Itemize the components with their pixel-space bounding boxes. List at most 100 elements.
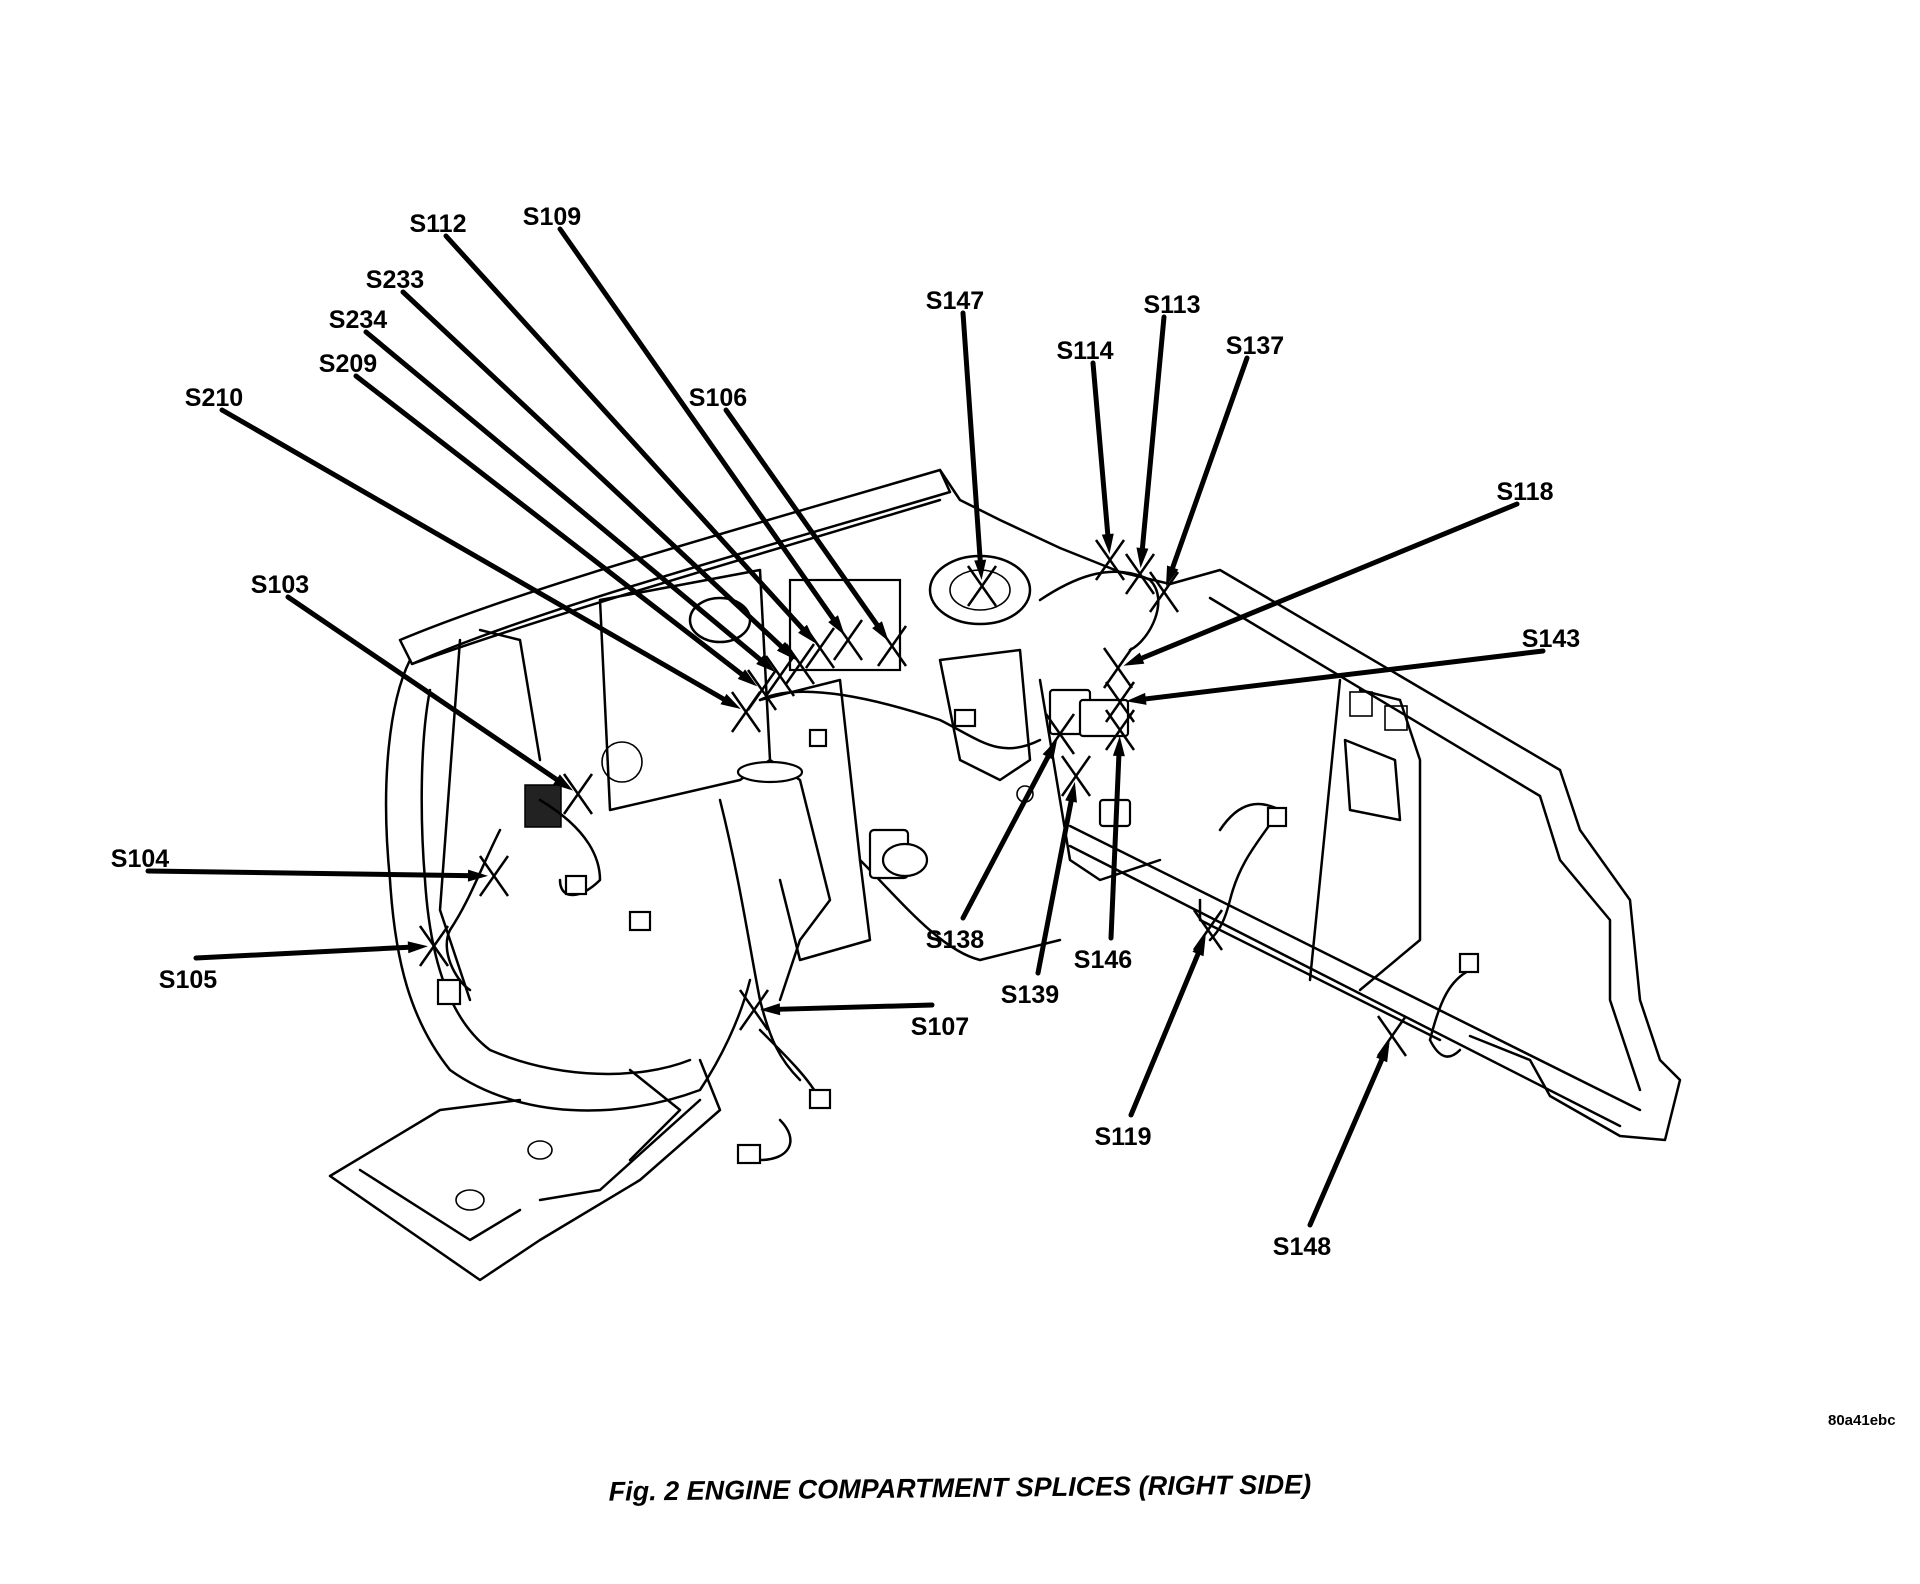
splice-s139: S139	[1001, 755, 1092, 1009]
splice-label: S139	[1001, 981, 1059, 1009]
splice-s109: S109	[523, 203, 864, 661]
leader-arrowhead	[467, 869, 489, 882]
splice-s137: S137	[1148, 332, 1284, 613]
splice-marker	[1124, 553, 1156, 595]
splice-label: S233	[366, 266, 424, 294]
leader-line	[1137, 648, 1546, 703]
splice-s146: S146	[1074, 709, 1136, 974]
leader-arrowhead	[553, 774, 574, 791]
splice-marker	[876, 625, 908, 667]
leader-line	[1090, 360, 1111, 543]
leader-line	[557, 226, 840, 627]
splice-marker	[1060, 755, 1092, 797]
leader-line	[1128, 945, 1203, 1118]
splice-label: S148	[1273, 1233, 1331, 1261]
splice-s148: S148	[1273, 1015, 1408, 1261]
splice-s114: S114	[1056, 337, 1126, 581]
splice-label: S209	[319, 350, 377, 378]
leader-line	[363, 329, 768, 666]
splice-label: S137	[1226, 332, 1284, 360]
splice-s113: S113	[1124, 291, 1201, 595]
leader-line	[353, 373, 749, 681]
leader-line	[1168, 355, 1250, 576]
leader-arrowhead	[1101, 533, 1114, 555]
splice-marker	[730, 691, 762, 733]
splice-label: S143	[1522, 625, 1580, 653]
splice-marker	[832, 619, 864, 661]
leader-line	[771, 1002, 935, 1012]
leader-line	[443, 233, 810, 636]
leader-arrowhead	[720, 693, 741, 710]
leader-line	[960, 749, 1054, 921]
leader-line	[285, 594, 564, 786]
leader-line	[219, 407, 732, 705]
splice-s118: S118	[1102, 478, 1554, 689]
splice-label: S147	[926, 287, 984, 315]
splice-marker	[966, 565, 998, 607]
splice-label: S118	[1496, 478, 1553, 506]
splice-s233: S233	[366, 266, 816, 685]
splice-label: S107	[911, 1013, 969, 1041]
leader-arrowhead	[1166, 565, 1179, 587]
splice-marker	[562, 773, 594, 815]
splice-s147: S147	[926, 287, 998, 607]
splice-label: S105	[159, 966, 217, 994]
leader-arrowhead	[974, 559, 987, 581]
splice-marker	[1376, 1015, 1408, 1057]
splice-label: S103	[251, 571, 309, 599]
splice-s143: S143	[1104, 625, 1580, 723]
leader-arrowhead	[776, 641, 796, 660]
splice-s105: S105	[159, 925, 450, 994]
splice-label: S113	[1143, 291, 1200, 319]
splice-marker	[804, 627, 836, 669]
splice-label: S112	[409, 210, 466, 238]
splice-s112: S112	[409, 210, 836, 669]
leader-line	[1133, 501, 1520, 663]
leader-arrowhead	[759, 1003, 781, 1016]
leader-line	[1035, 793, 1075, 976]
splice-s234: S234	[329, 306, 796, 697]
splice-label: S104	[111, 845, 169, 873]
splice-marker	[784, 643, 816, 685]
leader-arrowhead	[737, 669, 758, 687]
leader-line	[1139, 314, 1167, 557]
vehicle-structure-drawing	[328, 468, 1682, 1282]
leader-line	[960, 310, 984, 569]
splice-label: S138	[926, 926, 984, 954]
leader-arrowhead	[1376, 1041, 1390, 1063]
leader-line	[723, 407, 883, 633]
splice-s107: S107	[738, 989, 969, 1041]
leader-line	[1108, 747, 1122, 941]
splice-s119: S119	[1094, 909, 1224, 1151]
splice-label: S210	[185, 384, 243, 412]
splice-label: S106	[689, 384, 747, 412]
splice-marker	[1148, 571, 1180, 613]
leader-line	[145, 868, 477, 879]
splice-s210: S210	[185, 384, 762, 733]
splice-marker	[738, 989, 770, 1031]
leader-line	[400, 289, 788, 653]
splice-marker	[1192, 909, 1224, 951]
splice-marker	[1044, 713, 1076, 755]
splice-s138: S138	[926, 713, 1076, 954]
splice-label: S109	[523, 203, 581, 231]
leader-arrowhead	[756, 654, 776, 673]
splice-s106: S106	[689, 384, 908, 667]
splice-label: S146	[1074, 946, 1132, 974]
leader-arrowhead	[798, 624, 816, 644]
splice-marker	[418, 925, 450, 967]
splice-marker	[764, 655, 796, 697]
figure-caption: Fig. 2 ENGINE COMPARTMENT SPLICES (RIGHT…	[608, 1469, 1311, 1506]
splice-label: S114	[1056, 337, 1113, 365]
splice-marker	[478, 855, 510, 897]
leader-arrowhead	[1065, 781, 1077, 803]
leader-line	[1307, 1051, 1387, 1228]
splice-label: S119	[1094, 1123, 1151, 1151]
figure-code: 80a41ebc	[1828, 1412, 1896, 1429]
splice-label: S234	[329, 306, 387, 334]
leader-line	[193, 944, 417, 961]
splice-marker	[1104, 709, 1136, 751]
splice-marker	[1102, 647, 1134, 689]
